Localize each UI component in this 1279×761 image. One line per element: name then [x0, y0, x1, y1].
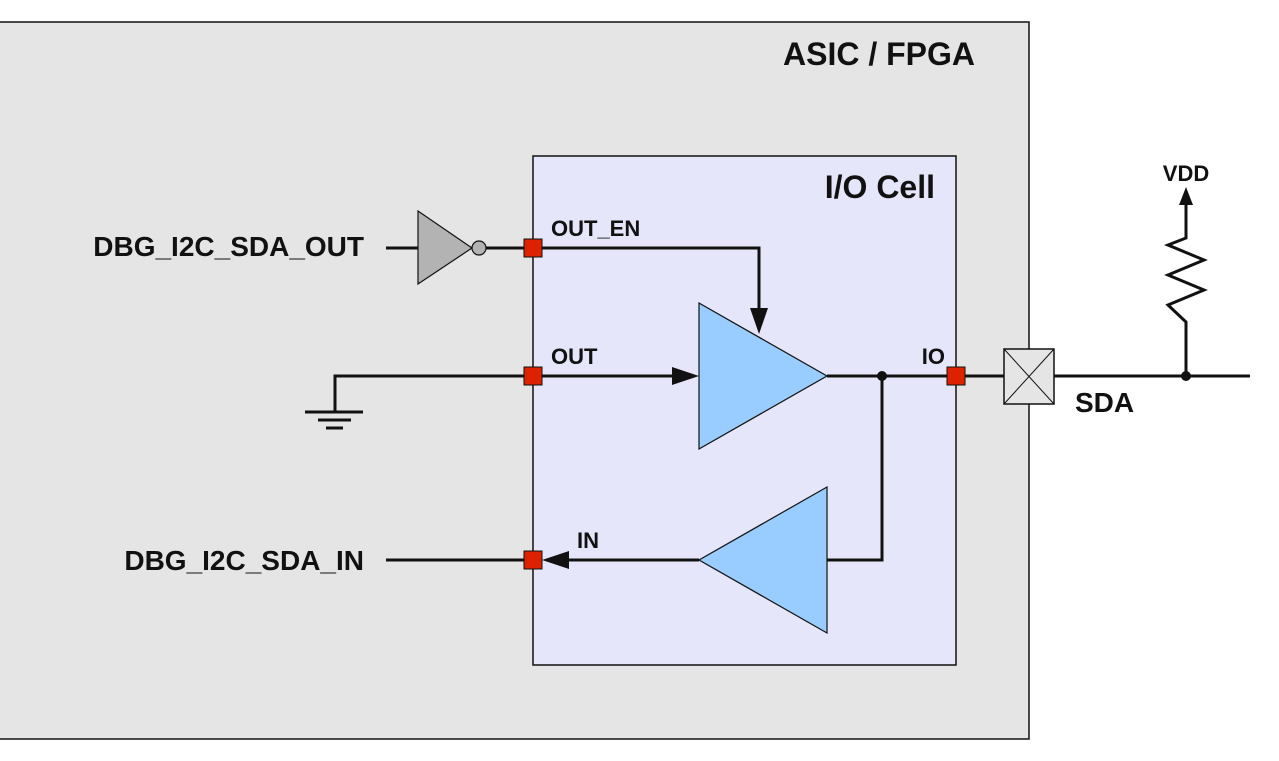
pin-label-out-en: OUT_EN — [551, 216, 640, 241]
asic-fpga-title: ASIC / FPGA — [783, 36, 975, 72]
inverter-icon — [417, 209, 474, 286]
ground-wire — [333, 374, 526, 411]
pin-label-in: IN — [577, 528, 599, 553]
sda-out-label: DBG_I2C_SDA_OUT — [93, 231, 364, 262]
feedback-wire — [827, 376, 884, 562]
out-en-wire — [540, 246, 761, 320]
sda-in-label: DBG_I2C_SDA_IN — [124, 545, 364, 576]
in-arrow-icon — [542, 551, 569, 569]
inverter-bubble-icon — [471, 240, 487, 256]
io-cell-title: I/O Cell — [825, 169, 935, 205]
pin-out-en — [523, 238, 543, 258]
output-buffer-icon — [698, 301, 829, 451]
sda-label: SDA — [1075, 387, 1134, 418]
out-en-arrow-icon — [750, 308, 768, 334]
out-arrow-icon — [672, 367, 699, 385]
pin-io — [946, 366, 966, 386]
pullup-resistor-icon — [1163, 200, 1208, 376]
pin-in — [523, 550, 543, 570]
pad-icon — [1003, 348, 1055, 405]
vdd-label: VDD — [1163, 161, 1209, 186]
pin-label-io: IO — [922, 344, 945, 369]
input-buffer-icon — [697, 485, 828, 635]
pin-label-out: OUT — [551, 344, 598, 369]
vdd-arrow-icon — [1179, 187, 1193, 205]
pin-out — [523, 366, 543, 386]
